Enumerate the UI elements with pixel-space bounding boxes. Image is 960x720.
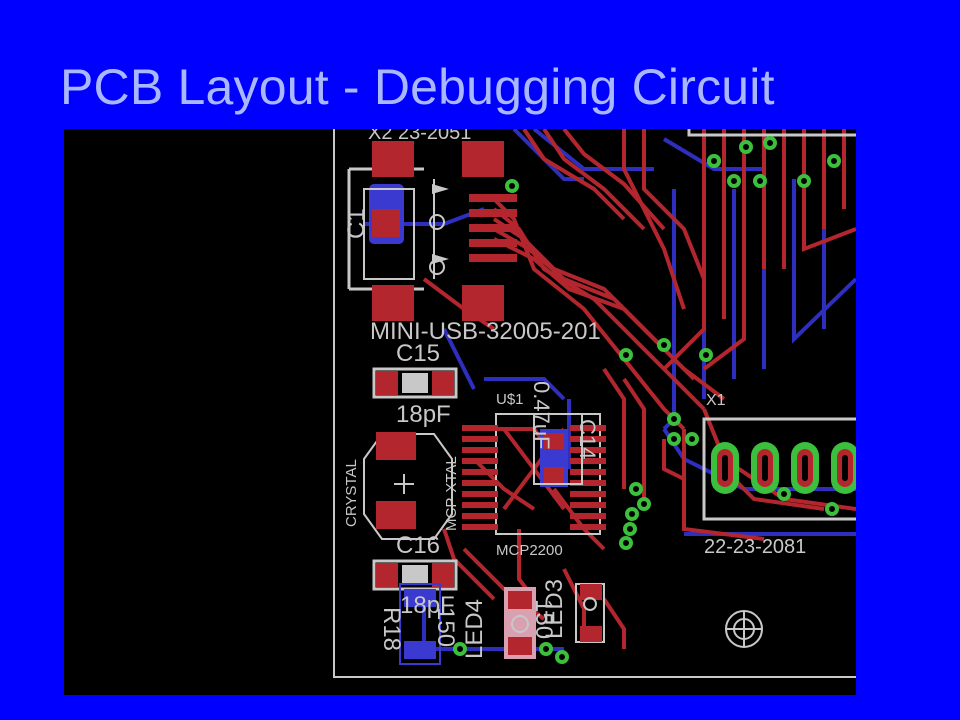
r18-value: 150 [432,607,459,647]
r18-label: R18 [378,607,405,651]
r-value-label: 150 [530,599,557,639]
led-led4 [504,587,536,659]
ic-mcp2200 [462,413,606,535]
c16-value: 18pF [400,592,455,619]
board-outline [333,129,856,678]
mcp-xtal-label: MCP-XTAL [443,456,460,531]
header-part-label: 22-23-2081 [704,536,806,558]
resistor-r18 [399,583,441,665]
c15-value: 18pF [396,401,451,428]
cap-value-label: 0.47uF [529,381,554,450]
usb-name-label: MINI-USB-32005-201 [370,318,601,345]
capacitor-c15 [372,367,458,399]
c13-label: C1 [343,208,370,239]
top-connector-outline [687,129,856,137]
crystal-component [363,432,453,540]
led-led3 [575,583,605,643]
mcp2200-label: MCP2200 [496,542,563,559]
vias [453,136,841,664]
pcb-board-view[interactable]: X2 23-2051 MINI-USB-32005-201 C1 C15 18p… [64,129,856,695]
u1-label: U$1 [496,391,524,408]
c14-label: C14 [575,419,600,459]
mounting-hole [725,610,763,648]
c16-label: C16 [396,532,440,559]
header-x1-holes [722,455,848,481]
top-layer-traces [422,129,856,649]
header-x1-pad-copper [717,449,853,487]
led4-label: LED4 [461,599,488,659]
header-x1-outline [702,417,856,521]
pcb-layout-canvas: X2 23-2051 MINI-USB-32005-201 C1 C15 18p… [333,129,856,678]
c15-label: C15 [396,340,440,367]
slide-title: PCB Layout - Debugging Circuit [60,59,775,115]
led3-label: LED3 [541,579,568,639]
usb-top-label: X2 23-2051 [368,129,471,144]
mini-usb-connector [347,141,517,321]
x1-label: X1 [706,392,726,409]
crystal-label: CRYSTAL [343,459,360,527]
